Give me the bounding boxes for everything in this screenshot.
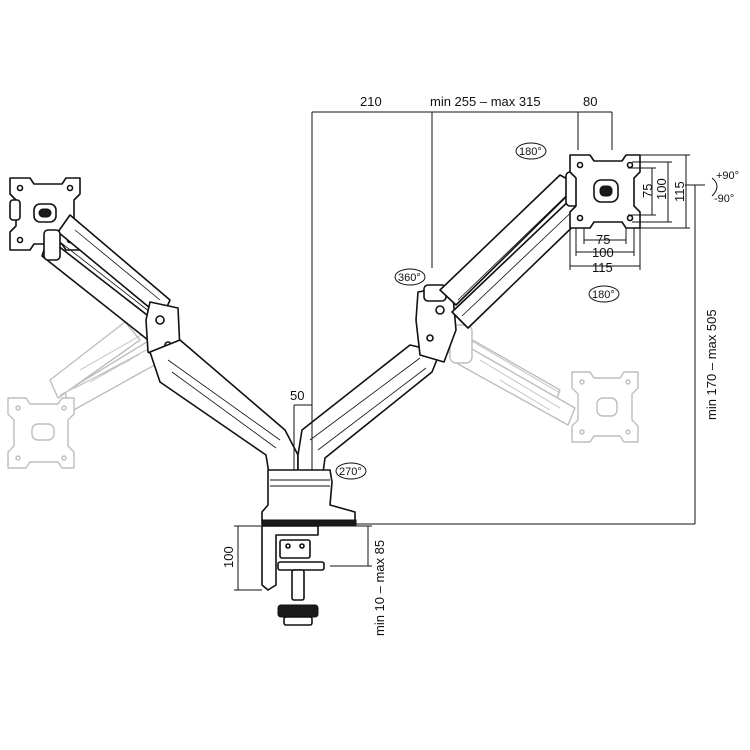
column-base <box>261 469 357 527</box>
dim-vesa-h-mid: 100 <box>592 245 614 260</box>
svg-text:360°: 360° <box>398 272 421 284</box>
ghost-right-arm <box>447 324 576 426</box>
rotation-plate-bottom-badge: 180° <box>588 285 620 303</box>
right-upper-arm <box>439 171 591 329</box>
dim-vesa-v-inner: 75 <box>640 184 655 198</box>
ghost-right-monitor-plate <box>571 371 639 443</box>
dim-top-left: 210 <box>360 94 382 109</box>
dim-vesa-v-mid: 100 <box>654 178 669 200</box>
rotation-base-badge: 270° <box>335 462 367 480</box>
dim-clamp-height: 100 <box>221 546 236 568</box>
desk-clamp <box>261 525 325 626</box>
ghost-left-monitor-plate <box>7 397 75 469</box>
dim-vesa-v-outer: 115 <box>672 181 687 202</box>
dim-vesa-h-inner: 75 <box>596 232 610 247</box>
svg-text:180°: 180° <box>519 146 542 158</box>
right-monitor-plate <box>569 154 641 229</box>
dim-top-right: 80 <box>583 94 597 109</box>
dim-clamp-range: min 10 – max 85 <box>372 540 387 636</box>
rotation-arm-badge: 360° <box>394 268 426 286</box>
dim-right-vertical: min 170 – max 505 <box>704 309 719 420</box>
dim-top-middle: min 255 – max 315 <box>430 94 541 109</box>
left-upper-arm <box>41 214 171 341</box>
dim-vesa-h-outer: 115 <box>592 260 613 275</box>
tilt-indicator: +90° -90° <box>711 170 739 205</box>
left-lower-arm <box>149 339 299 481</box>
tilt-down-label: -90° <box>714 193 734 205</box>
right-lower-arm <box>297 344 441 481</box>
dimension-lines <box>234 111 705 591</box>
svg-text:270°: 270° <box>339 466 362 478</box>
svg-text:180°: 180° <box>592 289 615 301</box>
dim-column: 50 <box>290 388 304 403</box>
ghost-left-arm <box>49 321 161 413</box>
tilt-up-label: +90° <box>716 170 739 182</box>
rotation-plate-top-badge: 180° <box>515 142 547 160</box>
